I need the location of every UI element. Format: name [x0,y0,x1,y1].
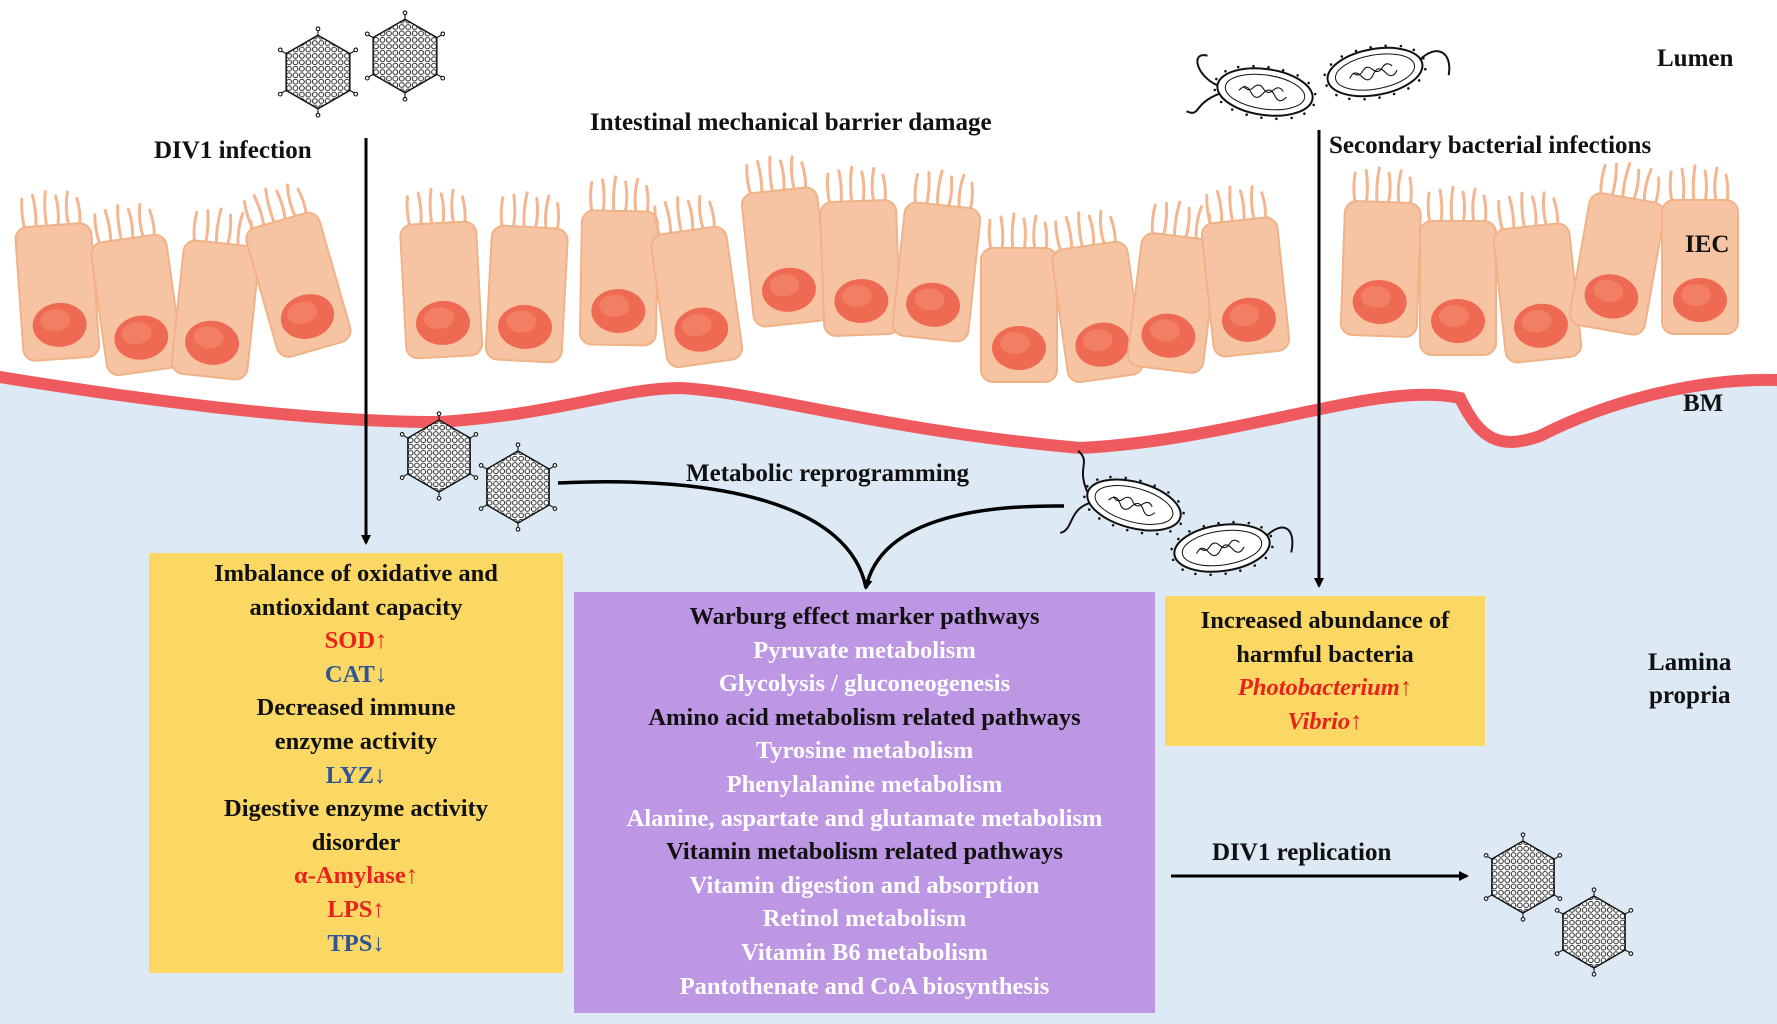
bacteria-box-line: Vibrio↑ [1287,707,1363,735]
epithelial-cell [83,198,186,379]
bacterium-icon [1318,36,1451,109]
oxidative-box-line: LPS↑ [327,895,385,923]
warburg-box-line: Vitamin digestion and absorption [689,871,1040,899]
bm-label: BM [1683,390,1724,417]
barrier-damage-label: Intestinal mechanical barrier damage [590,109,992,136]
warburg-box-line: Phenylalanine metabolism [726,770,1003,798]
oxidative-box-line: Imbalance of oxidative and [214,560,498,587]
oxidative-box-line: SOD↑ [324,627,388,655]
bacteria-box-line: Photobacterium↑ [1237,674,1413,702]
oxidative-box-line: Digestive enzyme activity [224,795,488,823]
warburg-box-line: Amino acid metabolism related pathways [648,703,1081,731]
warburg-box-line: Pyruvate metabolism [753,636,976,664]
epithelial-cell [10,187,102,363]
bacteria-box-line: Increased abundance of [1200,607,1450,634]
epithelial-cell [735,151,832,330]
warburg-box-line: Retinol metabolism [762,905,967,933]
div1-infection-label: DIV1 infection [154,137,312,164]
epithelial-cell [1418,185,1498,357]
lamina-propria-label-line1: Lamina [1648,649,1732,676]
warburg-box-line: Glycolysis / gluconeogenesis [718,670,1011,698]
oxidative-box-line: enzyme activity [274,727,438,755]
warburg-box-line: Vitamin B6 metabolism [741,938,988,966]
warburg-box-line: Warburg effect marker pathways [689,603,1040,630]
virus-icon [277,26,359,118]
bacterium-icon [1059,449,1192,546]
oxidative-box-line: CAT↓ [324,660,388,688]
epithelial-cell [817,164,902,338]
epithelial-cell [1566,156,1674,339]
oxidative-box-line: TPS↓ [327,929,385,957]
epithelial-cell [483,189,572,365]
oxidative-box-line: disorder [311,828,401,856]
iec-label: IEC [1685,231,1730,258]
oxidative-box-line: LYZ↓ [325,761,387,789]
virus-icon [364,10,446,102]
metabolic-reprogramming-label: Metabolic reprogramming [686,460,970,487]
oxidative-box-line: α-Amylase↑ [294,862,418,890]
oxidative-immune-digestive-box: Imbalance of oxidative and antioxidant ca… [149,553,563,973]
warburg-box-line: Pantothenate and CoA biosynthesis [679,972,1050,1000]
bacteria-to-metabolic-arrow [862,504,1065,590]
div1-replication-label: DIV1 replication [1212,839,1392,866]
epithelial-cell [396,185,485,361]
virus-to-metabolic-arrow [557,480,868,589]
warburg-box-line: Tyrosine metabolism [755,737,974,765]
bacterium-icon [1166,513,1294,584]
epithelial-cell [1487,187,1584,366]
bacteria-box-line: harmful bacteria [1236,640,1414,668]
epithelial-cell [578,174,661,348]
warburg-box-line: Alanine, aspartate and glutamate metabol… [626,804,1103,832]
epithelial-cell [1339,165,1424,339]
epithelial-cell [1195,181,1292,360]
oxidative-box-line: antioxidant capacity [249,593,463,621]
warburg-box-line: Vitamin metabolism related pathways [666,838,1063,866]
epithelial-cell [890,166,987,345]
basement-membrane [0,371,1777,455]
oxidative-box-line: Decreased immune [256,694,456,722]
lamina-propria-label-line2: propria [1649,682,1731,709]
intestinal-epithelial-cells [10,151,1740,386]
epithelial-cell [979,212,1059,384]
secondary-infections-label: Secondary bacterial infections [1329,132,1652,159]
lumen-label: Lumen [1657,45,1734,72]
bacterium-icon [1186,54,1321,128]
epithelial-cell [643,190,746,371]
